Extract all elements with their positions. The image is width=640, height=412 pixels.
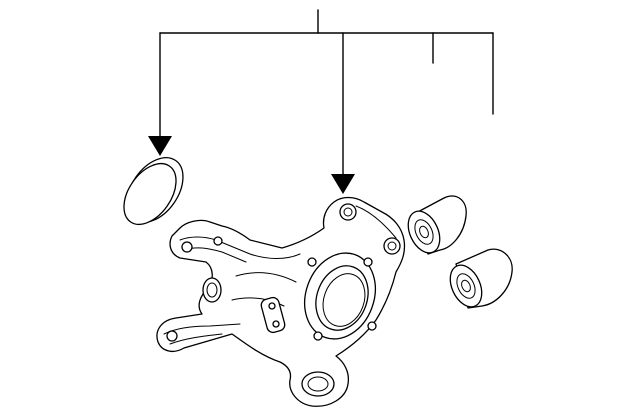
dust-cap-arrow-icon — [148, 136, 172, 156]
knuckle-arrow-icon — [331, 174, 355, 194]
callout-leader-lines — [148, 9, 494, 194]
lower-bushing-icon — [449, 248, 513, 309]
dust-cap-icon — [123, 157, 184, 225]
upper-bushing-icon — [407, 195, 467, 255]
steering-knuckle-icon — [156, 196, 406, 407]
